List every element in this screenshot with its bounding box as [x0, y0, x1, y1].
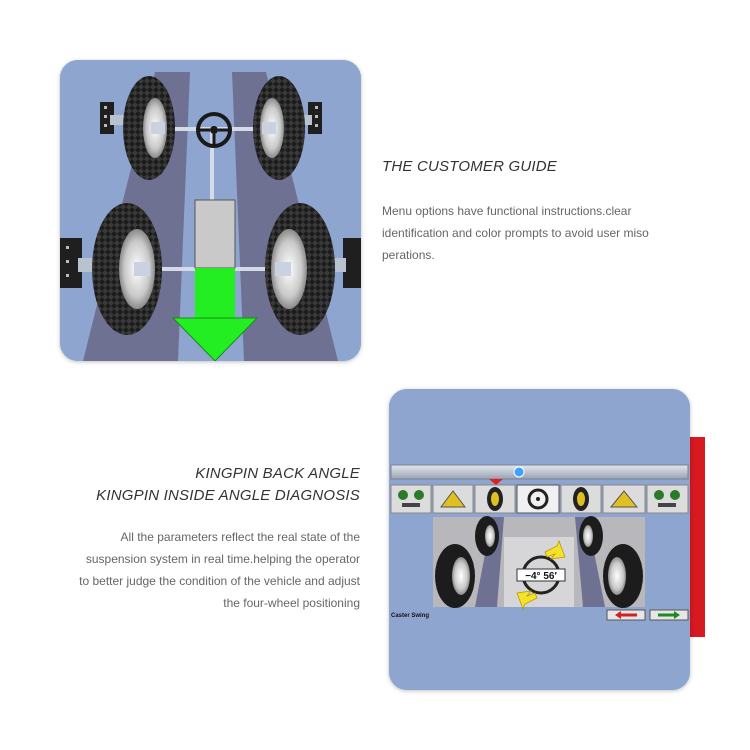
screen-wheel-rear-left [435, 544, 475, 608]
customer-guide-heading: THE CUSTOMER GUIDE [382, 158, 558, 175]
description-line: perations. [382, 248, 435, 262]
rear-left-wheel [92, 203, 162, 335]
rotate-arrow-icon [516, 539, 566, 611]
front-left-wheel [123, 76, 175, 180]
selection-marker-icon [489, 479, 503, 485]
kingpin-screenshot: −4° 56′ Caster Swing [389, 389, 690, 690]
status-indicator-icon [513, 466, 525, 478]
status-bar [390, 464, 689, 480]
direction-indicator-track [194, 199, 236, 269]
wheel-angle-readout: −4° 56′ [525, 571, 557, 582]
toolbar-button-toe-right[interactable] [602, 484, 646, 514]
front-right-wheel [253, 76, 305, 180]
toolbar [390, 484, 689, 514]
toolbar-button-rear-axle[interactable] [646, 484, 689, 514]
customer-guide-screenshot [60, 60, 361, 361]
arrow-right-icon [658, 611, 680, 619]
direction-arrow-icon [171, 268, 259, 361]
kingpin-heading-line1: KINGPIN BACK ANGLE [195, 465, 360, 482]
front-left-sensor-head [100, 102, 124, 134]
arrow-left-icon [615, 611, 637, 619]
description-line: identification and color prompts to avoi… [382, 226, 649, 240]
description-line: the four-wheel positioning [223, 596, 360, 610]
customer-guide-description: Menu options have functional instruction… [382, 200, 702, 266]
alignment-software-screen: −4° 56′ Caster Swing [389, 389, 690, 690]
accent-bar [690, 437, 705, 637]
steering-wheel-icon [196, 112, 232, 148]
next-button[interactable] [649, 609, 689, 621]
kingpin-heading-line2: KINGPIN INSIDE ANGLE DIAGNOSIS [96, 487, 360, 504]
kingpin-description: All the parameters reflect the real stat… [40, 526, 360, 614]
rear-right-wheel [265, 203, 335, 335]
description-line: suspension system in real time.helping t… [85, 552, 360, 566]
front-right-sensor-head [298, 102, 322, 134]
description-line: All the parameters reflect the real stat… [120, 530, 360, 544]
rear-left-sensor-head [60, 238, 94, 288]
caster-swing-label: Caster Swing [391, 613, 429, 619]
toolbar-button-front-axle[interactable] [390, 484, 432, 514]
description-line: to better judge the condition of the veh… [79, 574, 360, 588]
screen-wheel-front-right [579, 516, 603, 556]
description-line: Menu options have functional instruction… [382, 204, 632, 218]
screen-wheel-front-left [475, 516, 499, 556]
back-button[interactable] [606, 609, 646, 621]
screen-wheel-rear-right [603, 544, 643, 608]
alignment-guide-illustration [60, 60, 361, 361]
